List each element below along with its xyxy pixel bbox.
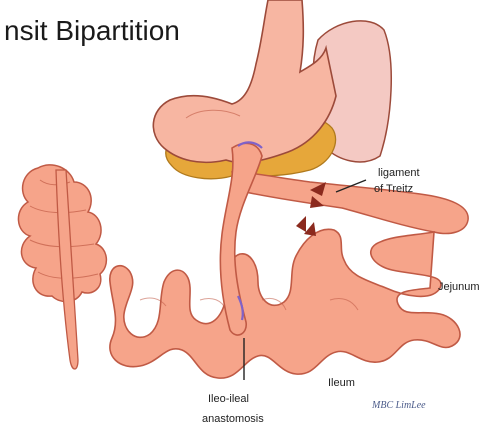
of-treitz-label: of Treitz [374, 183, 413, 195]
ileo-ileal-label: Ileo-ileal [208, 393, 249, 405]
ileum-label: Ileum [328, 377, 355, 389]
jejunum-label: Jejunum [438, 281, 480, 293]
colon [18, 165, 106, 369]
duodenum [232, 172, 468, 234]
ligament-label: ligament [378, 167, 420, 179]
small-bowel [110, 229, 460, 378]
diagram-title: nsit Bipartition [4, 15, 180, 46]
stomach [153, 0, 336, 162]
artist-signature: MBC LimLee [371, 400, 426, 411]
anastomosis-label: anastomosis [202, 413, 264, 425]
